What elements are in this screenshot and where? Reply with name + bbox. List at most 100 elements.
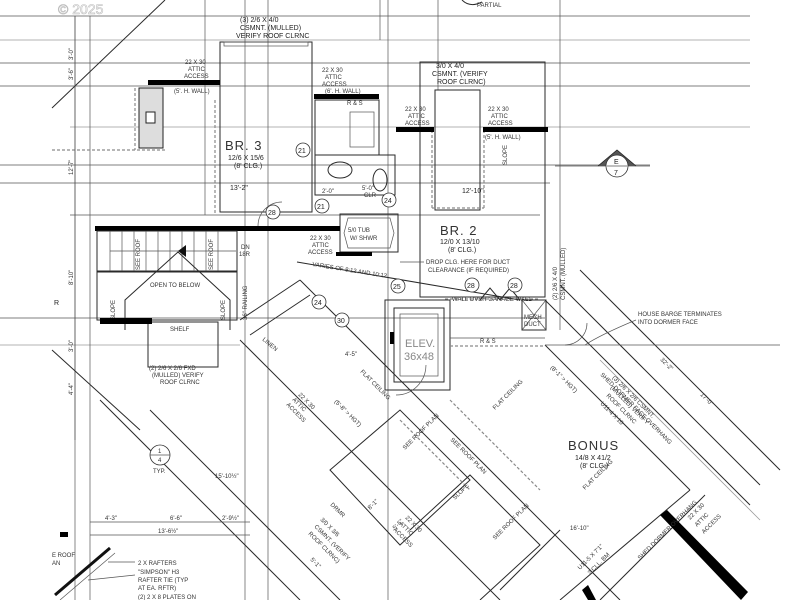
svg-text:(8' CLG.): (8' CLG.): [448, 247, 476, 254]
svg-text:4'-3": 4'-3": [105, 516, 117, 522]
svg-text:SEE ROOF: SEE ROOF: [209, 239, 215, 270]
svg-text:CSMNT. (MULLED): CSMNT. (MULLED): [561, 248, 567, 300]
attic-access-br3-left: 22 X 30 ATTIC ACCESS (5'. H. WALL): [148, 60, 220, 95]
svg-text:E: E: [614, 159, 619, 166]
svg-text:21: 21: [317, 204, 325, 211]
svg-text:17'-0": 17'-0": [699, 392, 714, 407]
svg-text:7: 7: [614, 170, 618, 177]
svg-text:DUCT: DUCT: [524, 322, 541, 328]
svg-text:3'-0": 3'-0": [69, 48, 75, 60]
door-tags: 21 21 24 28 25 24 30 28 28: [265, 142, 523, 328]
room-label-br3: BR. 3: [225, 138, 263, 153]
svg-text:AN: AN: [52, 561, 60, 567]
shed-dormer-notes: SHED DORMER FACE OVERHANG (3) 2/6 X 2/6 …: [549, 365, 673, 446]
svg-text:(8' CLG.): (8' CLG.): [580, 463, 608, 470]
svg-text:12'-10": 12'-10": [462, 188, 484, 195]
room-label-br2: BR. 2: [440, 223, 478, 238]
attic-access-tub: 22 X 30 ATTIC ACCESS: [240, 226, 340, 256]
bottom-dimension-chain: 4'-3" 6'-6" 2'-9½" 13'-6½" 15'-10½": [60, 473, 250, 537]
svg-text:ACCESS: ACCESS: [488, 121, 513, 127]
svg-text:DN: DN: [241, 245, 250, 251]
svg-text:SEE ROOF PLAN: SEE ROOF PLAN: [492, 503, 530, 541]
svg-text:36x48: 36x48: [404, 351, 434, 363]
attic-access-center: 22 X 30 ATTIC ACCESS (6'. H. WALL): [314, 68, 379, 99]
svg-text:VERIFY ROOF CLRNC: VERIFY ROOF CLRNC: [236, 33, 309, 40]
svg-text:FLAT CEILING: FLAT CEILING: [359, 369, 392, 402]
svg-text:15'-10½": 15'-10½": [215, 473, 239, 480]
svg-text:SLOPE: SLOPE: [452, 483, 470, 501]
svg-text:(3) 2/6 X 4/0: (3) 2/6 X 4/0: [240, 17, 279, 24]
partial-marker: PARTIAL: [461, 0, 502, 9]
svg-text:22 X 30: 22 X 30: [322, 68, 343, 74]
svg-text:WALL OVER GARAGE WALL: WALL OVER GARAGE WALL: [452, 297, 532, 303]
svg-text:DROP CLG. HERE FOR DUCT: DROP CLG. HERE FOR DUCT: [426, 260, 510, 266]
svg-text:4'-5": 4'-5": [345, 352, 357, 358]
svg-text:12/0 X 13/10: 12/0 X 13/10: [440, 239, 480, 246]
svg-text:SEE ROOF PLAN: SEE ROOF PLAN: [402, 413, 440, 451]
svg-text:SHELF: SHELF: [170, 327, 190, 333]
svg-text:RAFTER TIE (TYP: RAFTER TIE (TYP: [138, 578, 188, 584]
svg-text:ROOF CLRNC: ROOF CLRNC: [160, 380, 200, 386]
svg-text:ATTIC: ATTIC: [188, 67, 206, 73]
svg-text:5'-0": 5'-0": [362, 186, 374, 192]
svg-text:5'-1": 5'-1": [309, 557, 322, 570]
svg-text:(6'. H. WALL): (6'. H. WALL): [325, 89, 361, 95]
svg-text:3'-0": 3'-0": [69, 340, 75, 352]
stairwell: DN 18R OPEN TO BELOW 36" RAILING SLOPE S…: [95, 226, 251, 386]
svg-text:30: 30: [337, 318, 345, 325]
svg-text:ACCESS: ACCESS: [308, 250, 333, 256]
svg-text:LINEN: LINEN: [261, 337, 278, 353]
svg-text:E ROOF: E ROOF: [52, 553, 75, 559]
svg-text:13'-2": 13'-2": [230, 185, 248, 192]
drop-ceiling-note: DROP CLG. HERE FOR DUCT CLEARANCE (IF RE…: [400, 260, 510, 274]
svg-text:14/8 X 41/2: 14/8 X 41/2: [575, 455, 611, 462]
svg-text:CSMNT. (VERIFY: CSMNT. (VERIFY: [432, 71, 488, 78]
svg-text:25: 25: [393, 284, 401, 291]
svg-text:CLEARANCE (IF REQUIRED): CLEARANCE (IF REQUIRED): [428, 268, 509, 274]
chimney: [52, 87, 165, 151]
linen-closet: LINEN: [239, 279, 311, 353]
attic-access-br2: 22 X 30 ATTIC ACCESS 22 X 30 ATTIC ACCES…: [396, 107, 548, 141]
svg-text:R & S: R & S: [347, 101, 363, 107]
svg-text:SEE ROOF: SEE ROOF: [136, 239, 142, 270]
svg-text:(MULLED) VERIFY: (MULLED) VERIFY: [152, 373, 204, 379]
svg-text:21: 21: [298, 148, 306, 155]
lower-dormers: SEE ROOF PLAN SEE ROOF PLAN SEE ROOF PLA…: [307, 399, 611, 600]
svg-text:SLOPE: SLOPE: [221, 300, 227, 320]
svg-text:12'-7": 12'-7": [69, 160, 75, 175]
svg-text:(5'. H. WALL): (5'. H. WALL): [174, 89, 210, 95]
svg-text:(2) 2/6 X 2/6 FXD: (2) 2/6 X 2/6 FXD: [149, 366, 196, 372]
svg-text:22 X 30: 22 X 30: [488, 107, 509, 113]
svg-text:CSMNT. (MULLED): CSMNT. (MULLED): [240, 25, 301, 32]
svg-text:18R: 18R: [239, 252, 251, 258]
svg-text:ATTIC: ATTIC: [491, 114, 509, 120]
door-swings: [257, 201, 588, 396]
svg-text:R: R: [54, 300, 59, 307]
svg-text:8'-10": 8'-10": [69, 270, 75, 285]
svg-text:22 X 30: 22 X 30: [310, 236, 331, 242]
br2-side-window-note: (2) 2/6 X 4/0 CSMNT. (MULLED): [553, 248, 567, 300]
house-barge-note: HOUSE BARGE TERMINATES INTO DORMER FACE …: [584, 312, 722, 407]
svg-text:"SIMPSON" H3: "SIMPSON" H3: [138, 570, 180, 576]
svg-text:SLOPE: SLOPE: [503, 145, 509, 165]
svg-text:(8' CLG.): (8' CLG.): [234, 163, 262, 170]
svg-text:12/6 X 15/6: 12/6 X 15/6: [228, 155, 264, 162]
svg-text:INTO DORMER FACE: INTO DORMER FACE: [638, 320, 698, 326]
room-label-bonus: BONUS: [568, 438, 619, 453]
svg-text:6'-6": 6'-6": [170, 516, 182, 522]
svg-text:28: 28: [510, 283, 518, 290]
svg-text:(2) 2/6 X 4/0: (2) 2/6 X 4/0: [553, 266, 559, 300]
svg-text:W/ SHWR: W/ SHWR: [350, 236, 378, 242]
svg-text:TYP.: TYP.: [153, 469, 166, 475]
elevator: ELEV. 36x48 R & S 4'-5": [345, 299, 545, 391]
svg-text:ATTIC: ATTIC: [325, 75, 343, 81]
svg-text:32'-2": 32'-2": [659, 357, 674, 372]
svg-text:(2) 2 X 8 PLATES ON: (2) 2 X 8 PLATES ON: [138, 595, 196, 600]
detail-marker: 1 4 TYP.: [149, 444, 171, 475]
svg-text:SLOPE: SLOPE: [111, 300, 117, 320]
svg-text:HOUSE BARGE TERMINATES: HOUSE BARGE TERMINATES: [638, 312, 722, 318]
bedroom-3: (3) 2/6 X 4/0 CSMNT. (MULLED) VERIFY ROO…: [214, 17, 313, 215]
svg-text:R & S: R & S: [480, 339, 496, 345]
svg-text:MECH: MECH: [524, 315, 542, 321]
svg-text:5/0 TUB: 5/0 TUB: [348, 228, 370, 234]
